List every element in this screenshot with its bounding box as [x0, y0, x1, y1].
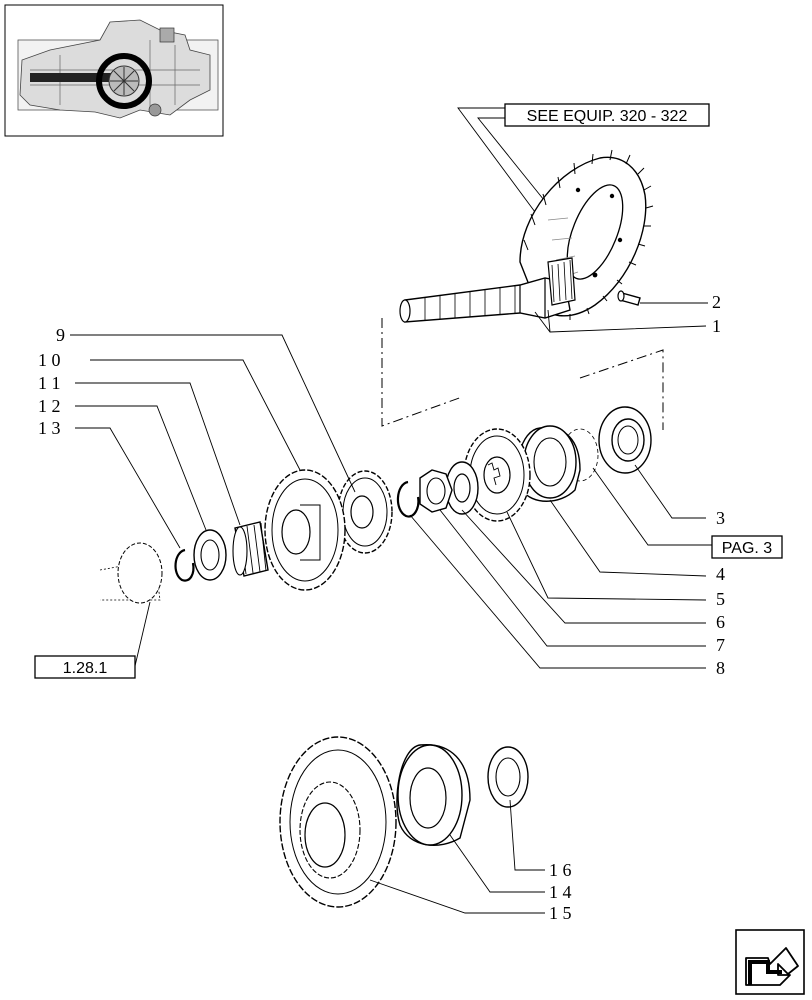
partial-gear-left: [99, 542, 163, 604]
gear-10: [264, 469, 346, 591]
callout-12: 1 2: [38, 396, 61, 416]
next-page-arrow-icon[interactable]: [735, 929, 805, 995]
pinion-shaft: [399, 257, 576, 323]
snap-ring-8: [396, 480, 420, 518]
callout-1: 1: [712, 316, 721, 336]
overview-thumbnail: [4, 4, 224, 137]
callout-10: 1 0: [38, 350, 61, 370]
gear-9: [337, 470, 393, 554]
roller-cage-11: [232, 521, 269, 577]
leader-lines: [70, 302, 712, 914]
callout-numbers: 2 1 3 4 5 6 7 8 9 1 0 1 1 1 2 1 3 1 6 1 …: [38, 292, 725, 923]
callout-3: 3: [716, 508, 725, 528]
ring-12: [193, 529, 227, 581]
callout-7: 7: [716, 635, 725, 655]
nut-7: [419, 469, 453, 513]
callout-13: 1 3: [38, 418, 61, 438]
callout-8: 8: [716, 658, 725, 678]
see-equip-label: SEE EQUIP. 320 - 322: [527, 108, 688, 125]
ring-6: [445, 461, 479, 515]
ring-16: [487, 746, 529, 808]
callout-15: 1 5: [549, 903, 572, 923]
callout-5: 5: [716, 589, 725, 609]
callout-6: 6: [716, 612, 725, 632]
collar-14: [396, 744, 471, 846]
bearing-3: [561, 406, 652, 482]
callout-14: 1 4: [549, 882, 572, 902]
section-reference[interactable]: 1.28.1: [34, 655, 136, 679]
screw-part: [617, 290, 641, 306]
gear-5: [463, 428, 531, 522]
snap-ring-13: [174, 548, 195, 582]
page-reference[interactable]: PAG. 3: [711, 535, 783, 559]
bearing-4: [516, 425, 581, 502]
section-reference-label: 1.28.1: [63, 660, 108, 677]
gear-15: [279, 736, 397, 908]
callout-16: 1 6: [549, 860, 572, 880]
assembly-line: [381, 318, 664, 430]
see-equip-reference: SEE EQUIP. 320 - 322: [457, 103, 710, 213]
callout-4: 4: [716, 564, 725, 584]
callout-11: 1 1: [38, 373, 61, 393]
page-reference-label: PAG. 3: [722, 540, 772, 557]
callout-2: 2: [712, 292, 721, 312]
callout-9: 9: [56, 325, 65, 345]
